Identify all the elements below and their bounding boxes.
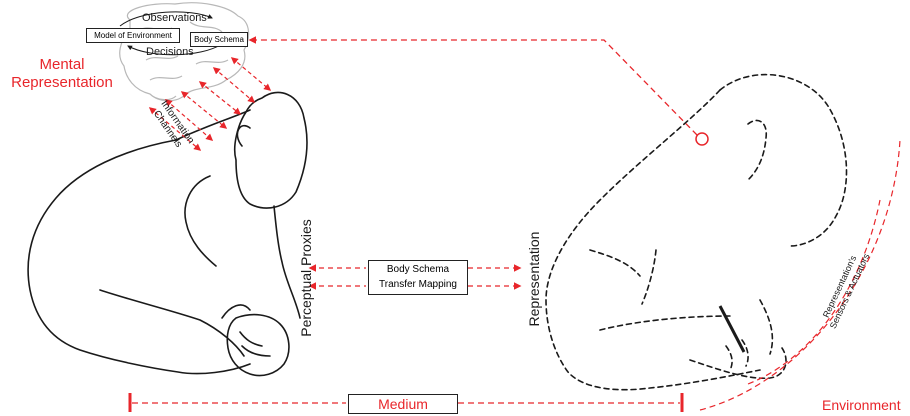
representation-head-marker — [696, 133, 708, 145]
perceptual-proxies-label: Perceptual Proxies — [298, 208, 314, 348]
representation-stylus — [720, 306, 744, 352]
environment-label: Environment — [822, 397, 901, 413]
observations-label: Observations — [142, 12, 207, 24]
body-schema-transfer-mapping-box: Body Schema Transfer Mapping — [368, 260, 468, 295]
model-of-environment-box: Model of Environment — [86, 28, 180, 43]
decisions-label: Decisions — [146, 46, 194, 58]
mapping-box-line-2: Transfer Mapping — [369, 277, 467, 292]
head-to-body-schema-connector — [250, 40, 697, 135]
channel-arrow-1 — [232, 58, 270, 90]
representation-figure — [546, 75, 846, 390]
medium-label: Medium — [348, 394, 458, 414]
channel-arrow-3 — [200, 82, 240, 114]
sensor-arc-inner — [748, 200, 880, 384]
channel-arrow-2 — [214, 68, 254, 102]
body-schema-box: Body Schema — [190, 32, 248, 47]
mental-representation-line-2: Representation — [2, 74, 122, 92]
representation-label: Representation — [526, 219, 542, 339]
sensor-arc-outer — [700, 140, 900, 410]
mapping-box-line-1: Body Schema — [369, 262, 467, 277]
mental-representation-label: Mental Representation — [2, 56, 122, 92]
mental-representation-line-1: Mental — [2, 56, 122, 74]
